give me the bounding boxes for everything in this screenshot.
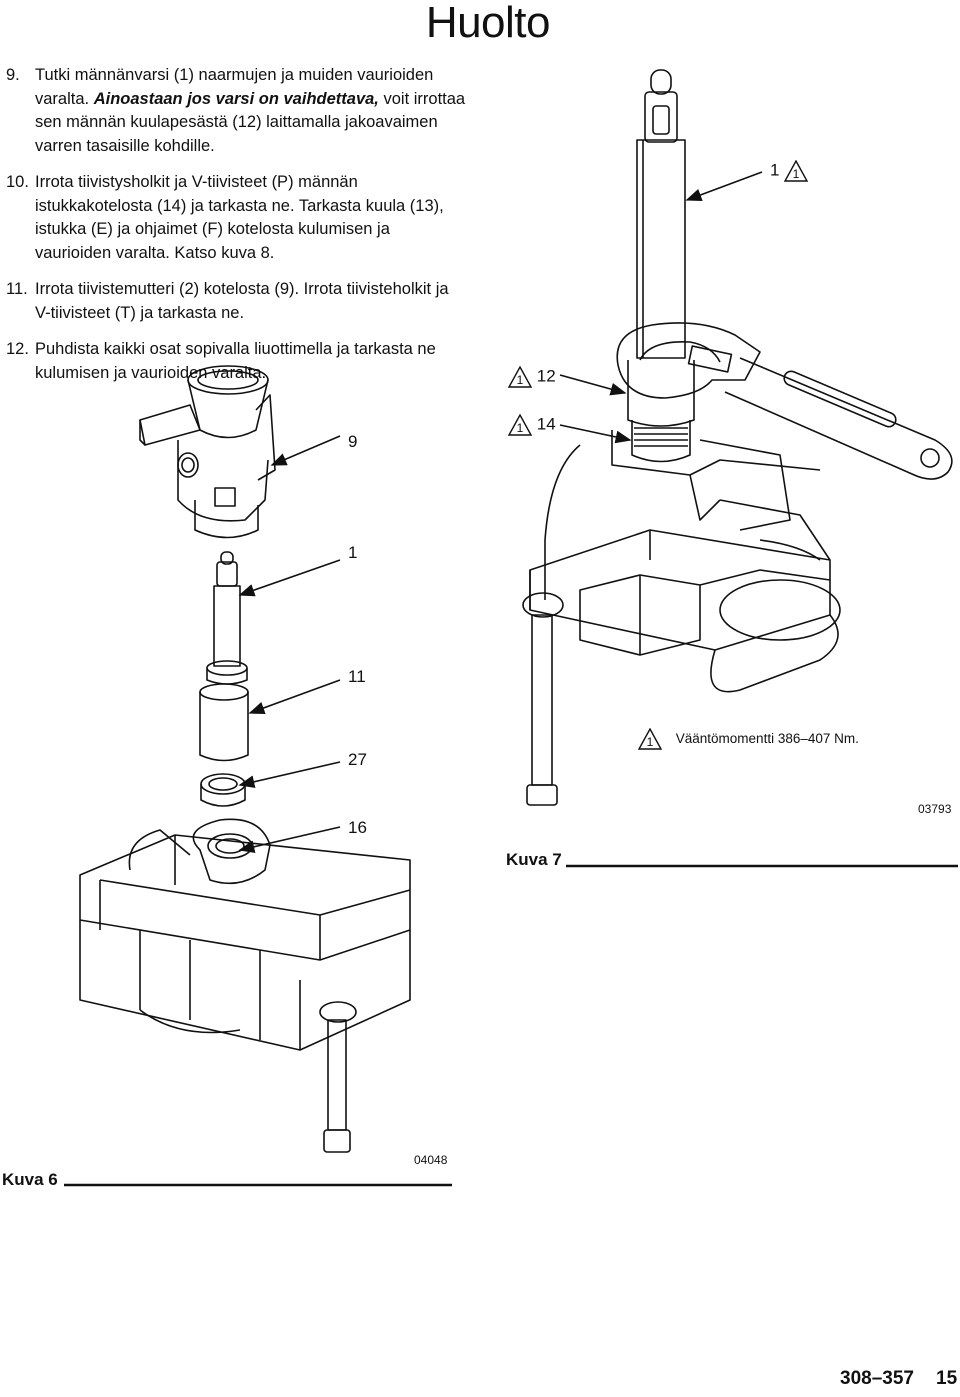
svg-text:1: 1 <box>793 167 800 181</box>
callout-housing: 9 <box>348 432 358 451</box>
page-title: Huolto <box>425 0 551 47</box>
bench-vise-fig6 <box>79 818 411 1153</box>
figure7-code: 03793 <box>918 802 952 816</box>
callout-ball-housing: 1 12 <box>508 366 556 388</box>
wrench <box>616 322 953 480</box>
figure6-drawing <box>79 365 411 1153</box>
leader-arrows <box>238 171 763 854</box>
figure7-drawing <box>522 69 953 806</box>
piston-rod <box>636 69 686 359</box>
svg-text:1: 1 <box>517 421 524 435</box>
ball-housing <box>627 360 695 463</box>
document-number: 308–357 <box>840 1368 914 1389</box>
emphasis-text: Ainoastaan jos varsi on vaihdettava, <box>93 89 379 108</box>
small-piston-rod <box>213 551 241 667</box>
callout-bearing: 16 <box>348 818 367 837</box>
caption-rules <box>64 864 958 1187</box>
warning-triangle-icon: 1 <box>638 728 662 750</box>
step-text: Irrota tiivistemutteri (2) kotelosta (9)… <box>35 280 449 322</box>
step-number: 12. <box>6 340 29 358</box>
callout-small-rod: 1 <box>348 543 358 562</box>
step-text: Irrota tiivistysholkit ja V-tiivisteet (… <box>35 173 444 262</box>
torque-text: Vääntömomentti 386–407 Nm. <box>675 730 859 746</box>
warning-triangle-icon: 1 <box>508 414 532 436</box>
warning-triangle-icon: 1 <box>784 160 809 182</box>
svg-text:1: 1 <box>647 735 654 749</box>
step-11: 11. Irrota tiivistemutteri (2) kotelosta… <box>6 278 466 325</box>
pump-housing <box>139 365 276 539</box>
instruction-list: 9. Tutki männänvarsi (1) naarmujen ja mu… <box>6 64 466 398</box>
warning-triangle-icon: 1 <box>508 366 532 388</box>
sleeve <box>199 683 249 762</box>
callout-seat-housing: 1 14 <box>508 414 556 436</box>
torque-legend: 1 Vääntömomentti 386–407 Nm. <box>638 728 859 750</box>
figure7-caption: Kuva 7 <box>506 850 562 869</box>
packing-nut <box>206 660 248 685</box>
step-9: 9. Tutki männänvarsi (1) naarmujen ja mu… <box>6 64 466 158</box>
callout-piston-rod: 1 1 <box>770 160 809 182</box>
bench-vise <box>522 430 841 806</box>
callout-sleeve: 27 <box>348 750 367 769</box>
step-number: 9. <box>6 66 20 84</box>
page-number: 15 <box>936 1368 958 1389</box>
step-number: 11. <box>6 280 28 298</box>
step-number: 10. <box>6 173 29 191</box>
figure6-caption: Kuva 6 <box>2 1170 58 1189</box>
step-10: 10. Irrota tiivistysholkit ja V-tiiviste… <box>6 171 466 265</box>
svg-text:1: 1 <box>517 373 524 387</box>
callout-packing-nut: 11 <box>348 667 366 686</box>
step-text: Tutki männänvarsi (1) naarmujen ja muide… <box>35 66 466 155</box>
bearing <box>200 773 246 807</box>
figure6-code: 04048 <box>414 1153 448 1167</box>
